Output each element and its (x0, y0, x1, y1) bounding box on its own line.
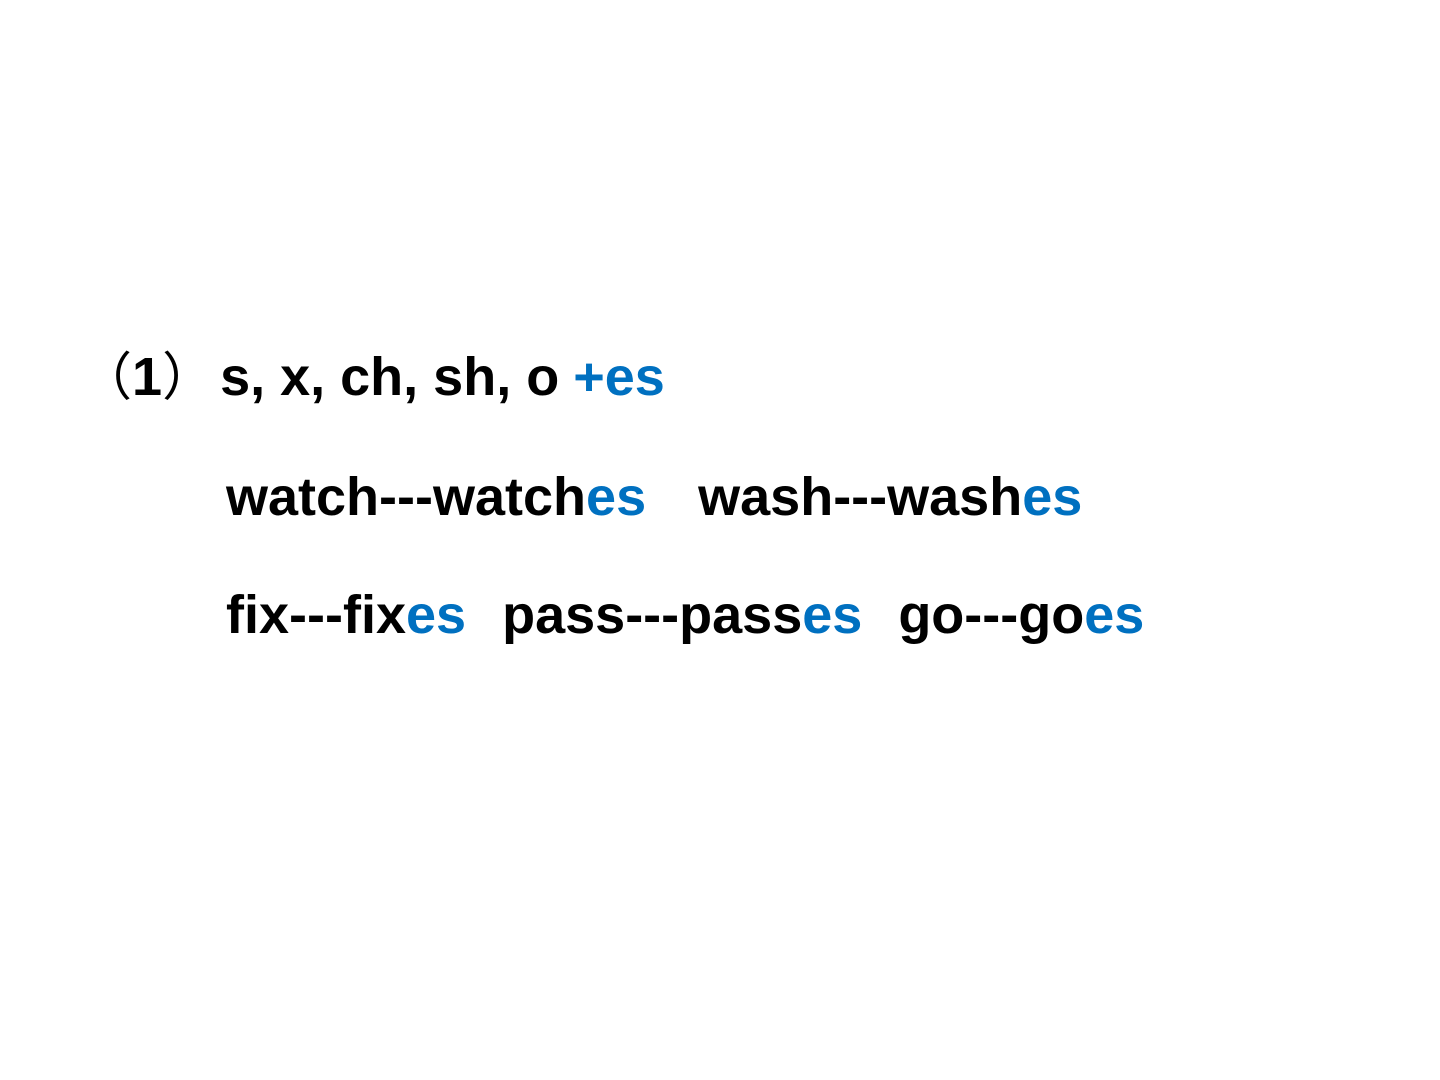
example-base: watch (226, 467, 380, 527)
marker-close-paren: ） (162, 349, 215, 407)
example-go: go---goes (898, 585, 1144, 645)
example-separator: --- (625, 585, 680, 645)
example-separator: --- (964, 585, 1019, 645)
example-suffix: es (802, 585, 863, 645)
example-base: wash (698, 467, 834, 527)
example-stem: go (1018, 585, 1085, 645)
example-separator: --- (833, 467, 888, 527)
rule-conditions: s, x, ch, sh, o (220, 347, 560, 407)
example-suffix: es (406, 585, 467, 645)
example-base: go (898, 585, 965, 645)
example-pass: pass---passes (502, 585, 862, 645)
example-wash: wash---washes (698, 467, 1082, 527)
example-stem: fix (342, 585, 407, 645)
example-watch: watch---watches (226, 467, 646, 527)
example-base: pass (502, 585, 626, 645)
rule-suffix: +es (573, 347, 665, 407)
marker-number: 1 (132, 347, 163, 407)
example-stem: watch (433, 467, 587, 527)
example-separator: --- (289, 585, 343, 645)
rule-line: （1）s, x, ch, sh, o+es (80, 350, 665, 404)
example-stem: wash (887, 467, 1023, 527)
example-separator: --- (379, 467, 433, 527)
marker-open-paren: （ (80, 349, 133, 407)
example-fix: fix---fixes (226, 585, 466, 645)
example-suffix: es (1084, 585, 1145, 645)
rule-marker: （1） (80, 349, 214, 407)
example-base: fix (226, 585, 290, 645)
example-suffix: es (1022, 467, 1083, 527)
example-stem: pass (679, 585, 803, 645)
example-suffix: es (586, 467, 647, 527)
